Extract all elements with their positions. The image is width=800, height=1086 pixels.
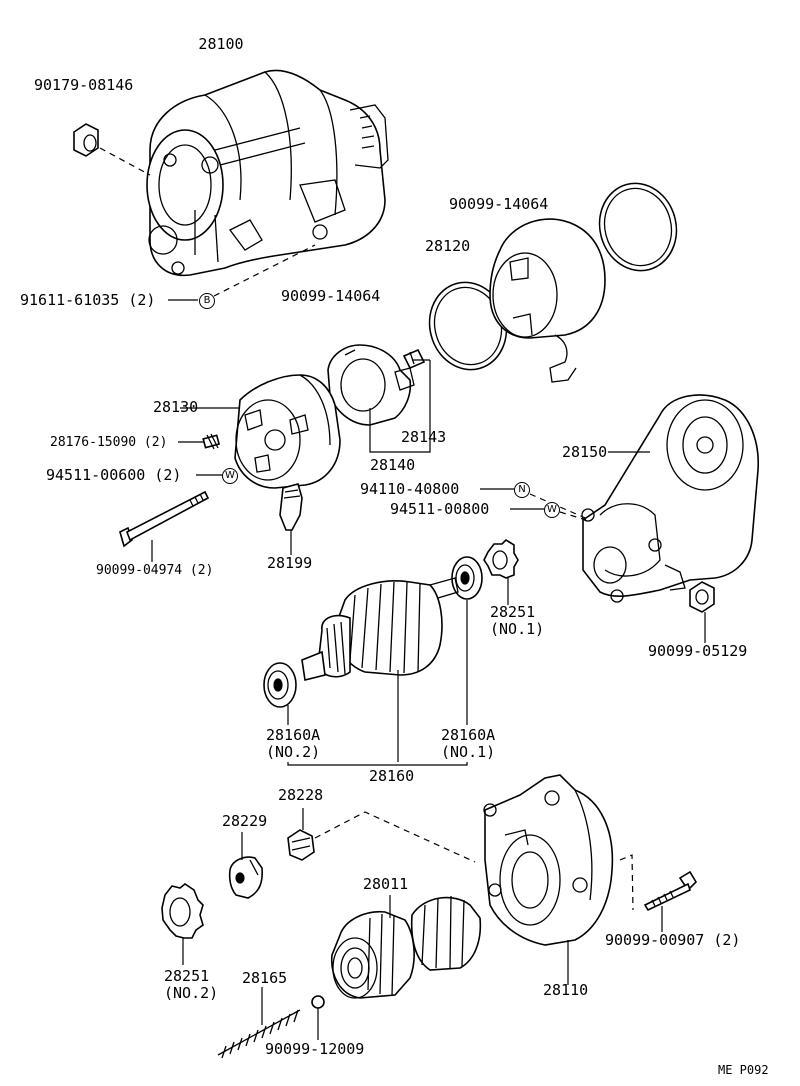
- drive-housing-28110: [483, 774, 614, 946]
- label-28160a-no1: 28160A: [441, 726, 496, 744]
- spring-28143: [402, 348, 426, 370]
- label-94511-00600: 94511-00600 (2): [46, 466, 182, 484]
- bolt-90099-00907: [643, 870, 698, 912]
- label-90099-12009: 90099-12009: [265, 1040, 365, 1058]
- label-94110-40800: 94110-40800: [360, 480, 460, 498]
- brush-holder-28140: [327, 344, 415, 426]
- label-28251-no2: 28251: [164, 967, 210, 985]
- through-bolt-90099-04974: [119, 490, 210, 548]
- label-28160a-no2-sub: (NO.2): [266, 743, 321, 761]
- label-90099-00907: 90099-00907 (2): [605, 931, 741, 949]
- part-28229: [228, 856, 263, 899]
- label-90099-14064-lower: 90099-14064: [281, 287, 381, 305]
- label-28165: 28165: [242, 969, 288, 987]
- clutch-28011: [331, 895, 482, 999]
- label-28100: 28100: [198, 35, 244, 53]
- label-28251-no2-sub: (NO.2): [164, 984, 219, 1002]
- label-28176-15090: 28176-15090 (2): [50, 435, 168, 450]
- bolt-marker-b: B: [199, 293, 215, 309]
- label-28228: 28228: [278, 786, 324, 804]
- label-90099-04974: 90099-04974 (2): [96, 563, 214, 578]
- label-94511-00800: 94511-00800: [390, 500, 490, 518]
- yoke-28120: [489, 218, 606, 383]
- label-28011: 28011: [363, 875, 409, 893]
- label-28130: 28130: [153, 398, 199, 416]
- label-28120: 28120: [425, 237, 471, 255]
- washer-marker-w: W: [222, 468, 238, 484]
- label-90099-05129: 90099-05129: [648, 642, 748, 660]
- screw-28176: [202, 433, 221, 450]
- bearing-28160a-no2: [263, 662, 297, 708]
- label-28251-no1-sub: (NO.1): [490, 620, 545, 638]
- washer-marker-w2: W: [544, 502, 560, 518]
- nut-90179: [73, 123, 99, 157]
- label-28251-no1: 28251: [490, 603, 536, 621]
- label-91611-61035: 91611-61035 (2): [20, 291, 156, 309]
- label-28160a-no2: 28160A: [266, 726, 321, 744]
- label-90099-14064-upper: 90099-14064: [449, 195, 549, 213]
- label-28110: 28110: [543, 981, 589, 999]
- nut-marker-n: N: [514, 482, 530, 498]
- starter-assembly-28100: [146, 69, 389, 277]
- magnetic-switch-28150: [581, 394, 759, 603]
- plug-28199: [279, 483, 303, 531]
- label-28199: 28199: [267, 554, 313, 572]
- label-28143: 28143: [401, 428, 447, 446]
- end-frame-28130: [234, 374, 341, 489]
- armature-28160: [301, 577, 459, 681]
- ball-90099-12009: [311, 995, 325, 1009]
- spring-28165: [217, 1009, 301, 1059]
- bearing-28160a-no1: [451, 556, 483, 600]
- label-90179-08146: 90179-08146: [34, 76, 134, 94]
- label-28150: 28150: [562, 443, 608, 461]
- label-28229: 28229: [222, 812, 268, 830]
- gear-28251-no2: [161, 883, 204, 939]
- label-28160: 28160: [369, 767, 415, 785]
- nut-90099-05129: [689, 581, 715, 613]
- label-28140: 28140: [370, 456, 416, 474]
- o-ring-upper: [598, 182, 678, 272]
- label-28160a-no1-sub: (NO.1): [441, 743, 496, 761]
- gear-28251-no1: [483, 538, 519, 579]
- part-28228: [287, 829, 315, 861]
- figure-code: ME P092: [718, 1063, 769, 1077]
